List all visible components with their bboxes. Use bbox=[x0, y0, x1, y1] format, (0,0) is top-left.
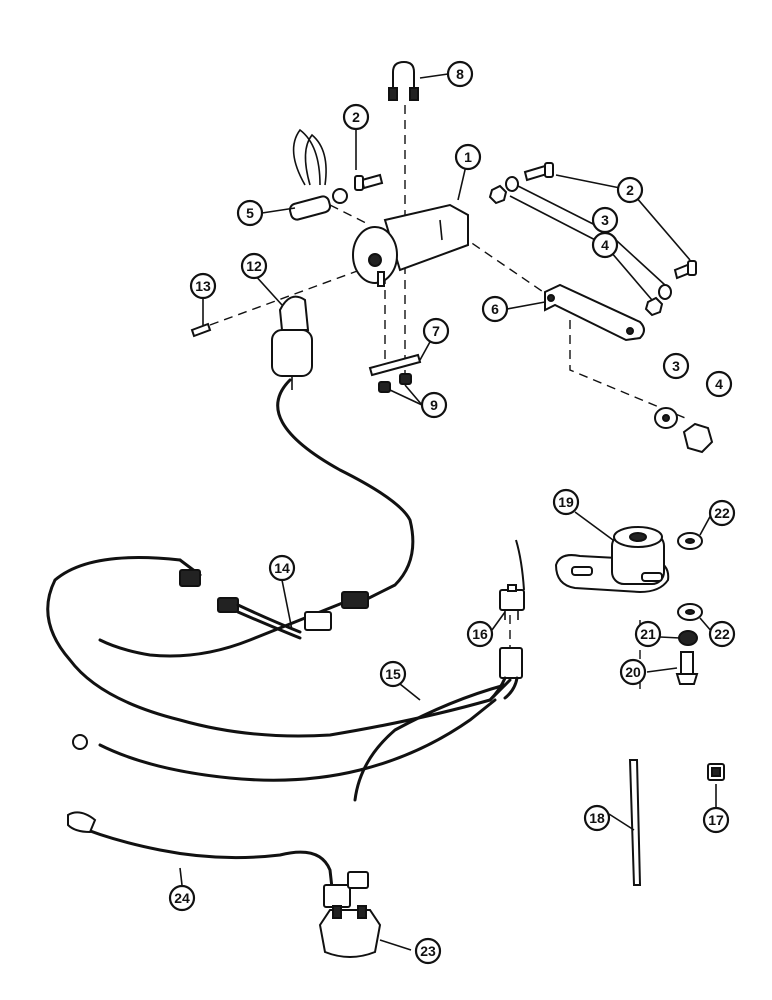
nut-icon bbox=[644, 296, 664, 317]
callout-label: 9 bbox=[430, 397, 438, 413]
callout-20: 20 bbox=[619, 658, 647, 686]
callout-label: 22 bbox=[714, 505, 730, 521]
callout-21: 21 bbox=[634, 620, 662, 648]
washer-icon bbox=[658, 284, 672, 300]
callout-label: 6 bbox=[491, 301, 499, 317]
callout-12: 12 bbox=[240, 252, 268, 280]
callout-label: 23 bbox=[420, 943, 436, 959]
callout-18: 18 bbox=[583, 804, 611, 832]
callout-13: 13 bbox=[189, 272, 217, 300]
cable-tie-icon bbox=[628, 759, 642, 886]
callout-label: 8 bbox=[456, 66, 464, 82]
callout-22: 22 bbox=[708, 620, 736, 648]
callout-17: 17 bbox=[702, 806, 730, 834]
callout-4: 4 bbox=[591, 231, 619, 259]
callout-label: 19 bbox=[558, 494, 574, 510]
callout-9: 9 bbox=[420, 391, 448, 419]
callout-label: 12 bbox=[246, 258, 262, 274]
screw-icon bbox=[190, 322, 212, 338]
u-bolt-icon bbox=[388, 60, 419, 101]
callout-19: 19 bbox=[552, 488, 580, 516]
callout-8: 8 bbox=[446, 60, 474, 88]
screw-icon bbox=[354, 173, 384, 191]
sensor-icon bbox=[271, 295, 313, 390]
clip-icon bbox=[707, 763, 725, 781]
callout-label: 1 bbox=[464, 149, 472, 165]
clip-icon bbox=[67, 811, 97, 834]
nut-icon bbox=[378, 381, 391, 393]
bolt-icon bbox=[675, 651, 699, 685]
nut-icon bbox=[682, 422, 714, 454]
callout-label: 2 bbox=[626, 182, 634, 198]
callout-label: 17 bbox=[708, 812, 724, 828]
callout-label: 4 bbox=[715, 376, 723, 392]
wire-harness-icon bbox=[46, 378, 512, 890]
callout-label: 16 bbox=[472, 626, 488, 642]
callout-14: 14 bbox=[268, 554, 296, 582]
callout-3: 3 bbox=[662, 352, 690, 380]
screw-icon bbox=[673, 260, 697, 280]
plug-icon bbox=[318, 871, 382, 958]
callout-1: 1 bbox=[454, 143, 482, 171]
connector-icon bbox=[304, 611, 332, 631]
callout-24: 24 bbox=[168, 884, 196, 912]
callout-22: 22 bbox=[708, 499, 736, 527]
connector-icon bbox=[341, 591, 369, 609]
callout-label: 4 bbox=[601, 237, 609, 253]
ring-terminal-icon bbox=[72, 734, 88, 750]
nut-icon bbox=[488, 184, 508, 205]
callout-7: 7 bbox=[422, 317, 450, 345]
nut-icon bbox=[399, 373, 412, 385]
washer-icon bbox=[678, 630, 698, 646]
callout-label: 20 bbox=[625, 664, 641, 680]
callout-4: 4 bbox=[705, 370, 733, 398]
plate-icon bbox=[368, 353, 422, 377]
alarm-icon bbox=[554, 526, 670, 594]
washer-icon bbox=[677, 603, 703, 621]
callout-label: 13 bbox=[195, 278, 211, 294]
callout-label: 3 bbox=[672, 358, 680, 374]
connector-icon bbox=[179, 569, 201, 587]
callout-6: 6 bbox=[481, 295, 509, 323]
callout-16: 16 bbox=[466, 620, 494, 648]
callout-label: 2 bbox=[352, 109, 360, 125]
connector-icon bbox=[217, 597, 302, 640]
callout-23: 23 bbox=[414, 937, 442, 965]
switch-socket-icon bbox=[488, 647, 523, 702]
callout-2: 2 bbox=[616, 176, 644, 204]
callout-3: 3 bbox=[591, 206, 619, 234]
callout-15: 15 bbox=[379, 660, 407, 688]
washer-icon bbox=[505, 176, 519, 192]
toggle-switch-icon bbox=[499, 539, 525, 620]
callout-label: 15 bbox=[385, 666, 401, 682]
callout-5: 5 bbox=[236, 199, 264, 227]
callout-label: 7 bbox=[432, 323, 440, 339]
motor-icon bbox=[352, 203, 469, 287]
screw-icon bbox=[523, 162, 554, 182]
callout-2: 2 bbox=[342, 103, 370, 131]
bracket-icon bbox=[544, 283, 645, 342]
callout-label: 5 bbox=[246, 205, 254, 221]
callout-label: 22 bbox=[714, 626, 730, 642]
cable-clamp-icon bbox=[288, 128, 348, 221]
callout-label: 14 bbox=[274, 560, 290, 576]
callout-label: 3 bbox=[601, 212, 609, 228]
callout-label: 18 bbox=[589, 810, 605, 826]
washer-icon bbox=[677, 532, 703, 550]
washer-icon bbox=[654, 407, 678, 429]
callout-label: 24 bbox=[174, 890, 190, 906]
callout-label: 21 bbox=[640, 626, 656, 642]
